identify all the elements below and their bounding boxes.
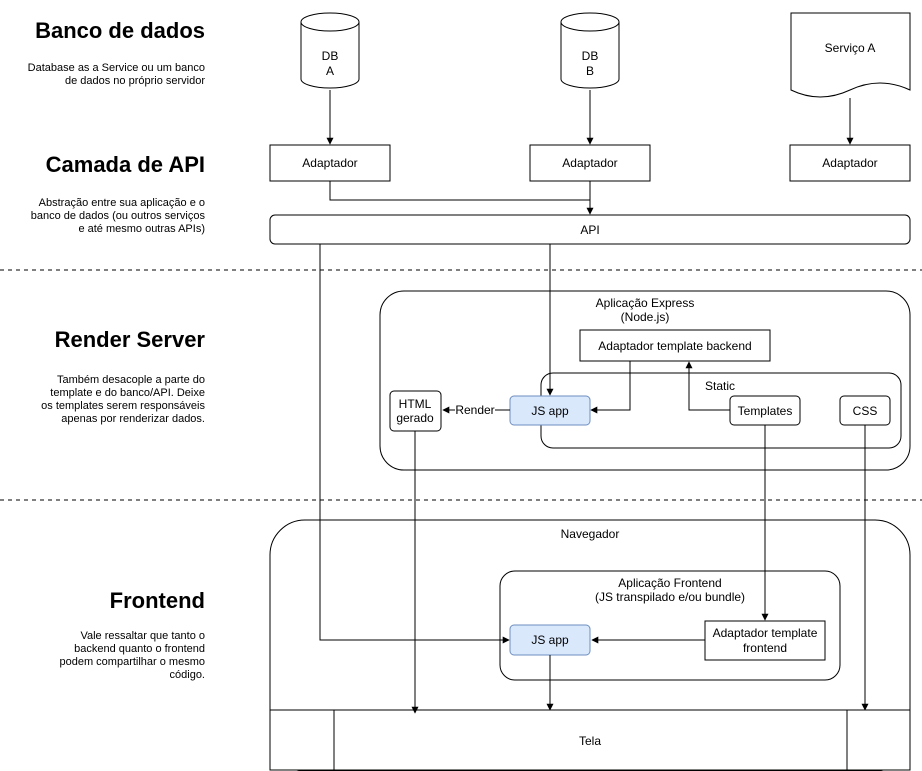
section-desc-line: banco de dados (ou outros serviços	[31, 210, 206, 222]
section-desc-line: template e do banco/API. Deixe	[50, 387, 205, 399]
adaptador-frontend-label: Adaptador template	[713, 626, 818, 640]
api-box: API	[269, 214, 911, 245]
servico-a-document: Serviço A	[790, 12, 911, 98]
html-gerado-label: gerado	[396, 411, 434, 425]
tela-box: Tela	[269, 709, 911, 771]
templates-label: Templates	[738, 404, 793, 418]
section-render: Render Server Também desacople a parte d…	[41, 327, 205, 425]
db-a-label: DB	[322, 49, 339, 63]
section-desc-line: código.	[170, 669, 205, 681]
edge-adaptador-backend-to-js-app	[590, 361, 631, 414]
section-frontend: Frontend Vale ressaltar que tanto o back…	[59, 588, 205, 681]
section-desc-line: e até mesmo outras APIs)	[78, 223, 205, 235]
edge-adaptador1-to-api	[329, 181, 594, 215]
section-api: Camada de API Abstração entre sua aplica…	[31, 152, 206, 235]
render-edge-label: Render	[455, 403, 494, 417]
adaptador-3-label: Adaptador	[822, 156, 877, 170]
js-app-front-label: JS app	[531, 633, 569, 647]
tela-label: Tela	[579, 734, 601, 748]
db-b-label: DB	[582, 49, 599, 63]
edges: Render	[319, 90, 869, 714]
edge-templates-to-adaptador-backend	[685, 361, 730, 411]
js-app-server-box: JS app	[509, 395, 591, 426]
section-desc-line: Também desacople a parte do	[57, 374, 205, 386]
api-label: API	[580, 223, 599, 237]
frontend-app-label: (JS transpilado e/ou bundle)	[595, 590, 745, 604]
adaptador-backend-label: Adaptador template backend	[598, 339, 751, 353]
db-a-cylinder: DB A	[300, 12, 360, 89]
db-a-label: A	[326, 64, 334, 78]
section-banco: Banco de dados Database as a Service ou …	[28, 18, 206, 87]
adaptador-2-label: Adaptador	[562, 156, 617, 170]
edge-api-to-js-app-front	[319, 244, 510, 644]
section-desc-line: Vale ressaltar que tanto o	[80, 630, 205, 642]
servico-a-label: Serviço A	[825, 41, 876, 55]
navegador-label: Navegador	[561, 527, 620, 541]
section-desc-line: apenas por renderizar dados.	[61, 413, 205, 425]
frontend-app-label: Aplicação Frontend	[618, 576, 721, 590]
section-title-render: Render Server	[55, 327, 206, 352]
html-gerado-label: HTML	[399, 397, 432, 411]
db-b-cylinder: DB B	[560, 12, 620, 89]
adaptador-3-box: Adaptador	[789, 144, 911, 182]
express-label: (Node.js)	[621, 310, 670, 324]
adaptador-backend-box: Adaptador template backend	[579, 329, 771, 362]
section-title-api: Camada de API	[46, 152, 205, 177]
section-desc-line: Abstração entre sua aplicação e o	[39, 197, 205, 209]
section-desc-line: backend quanto o frontend	[74, 643, 205, 655]
section-desc-line: de dados no próprio servidor	[65, 75, 205, 87]
adaptador-2-box: Adaptador	[529, 144, 651, 182]
html-gerado-box: HTML gerado	[389, 390, 442, 432]
section-desc-line: podem compartilhar o mesmo	[59, 656, 205, 668]
render-label-bg	[455, 403, 495, 416]
adaptador-frontend-box: Adaptador template frontend	[704, 620, 826, 661]
templates-box: Templates	[729, 395, 801, 426]
section-desc-line: os templates serem responsáveis	[41, 400, 205, 412]
adaptador-1-box: Adaptador	[269, 144, 391, 182]
adaptador-frontend-label: frontend	[743, 641, 787, 655]
css-label: CSS	[853, 404, 878, 418]
css-box: CSS	[839, 395, 891, 426]
js-app-front-box: JS app	[509, 624, 591, 656]
db-b-label: B	[586, 64, 594, 78]
section-title-frontend: Frontend	[110, 588, 205, 613]
js-app-server-label: JS app	[531, 404, 569, 418]
static-label: Static	[705, 379, 735, 393]
adaptador-1-label: Adaptador	[302, 156, 357, 170]
section-title-banco: Banco de dados	[35, 18, 205, 43]
express-label: Aplicação Express	[596, 296, 695, 310]
section-desc-line: Database as a Service ou um banco	[28, 62, 205, 74]
